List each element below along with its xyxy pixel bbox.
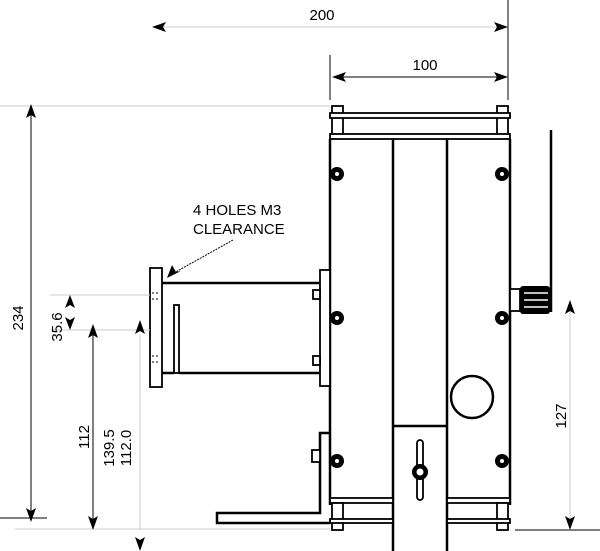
- screws: [330, 167, 509, 468]
- dimension-139-5-label: 139.5: [101, 429, 118, 467]
- dimension-234-label: 234: [10, 305, 27, 330]
- note-line-2: CLEARANCE: [193, 221, 285, 238]
- connector: [509, 130, 553, 314]
- dimension-35-6-label: 35.6: [49, 312, 66, 341]
- screw-icon: [495, 454, 509, 468]
- screw-icon: [330, 167, 344, 181]
- dimension-127: 127: [515, 300, 600, 531]
- note-line-1: 4 HOLES M3: [193, 202, 281, 219]
- dimension-112-0-label: 112.0: [118, 430, 135, 466]
- screw-icon: [330, 311, 344, 325]
- dimension-200: 200: [152, 0, 509, 100]
- screw-icon: [330, 454, 344, 468]
- dimension-200-label: 200: [309, 7, 334, 24]
- screw-icon: [495, 167, 509, 181]
- slot-knob: [412, 439, 428, 501]
- dimension-35-6: 35.6: [49, 294, 150, 342]
- dimension-112: 112: [15, 324, 330, 530]
- screw-icon: [495, 311, 509, 325]
- dimension-100-label: 100: [412, 57, 437, 74]
- flange-assembly: [149, 267, 331, 525]
- holes-note: 4 HOLES M3 CLEARANCE: [167, 202, 285, 278]
- dimension-139-5: 139.5 112.0: [101, 320, 145, 551]
- dimension-112-label: 112: [76, 425, 93, 449]
- main-housing: [0, 105, 512, 551]
- dimension-234: 234: [0, 104, 47, 522]
- dimension-127-label: 127: [553, 403, 570, 428]
- dimension-100: 100: [329, 55, 508, 100]
- port-hole: [449, 374, 495, 420]
